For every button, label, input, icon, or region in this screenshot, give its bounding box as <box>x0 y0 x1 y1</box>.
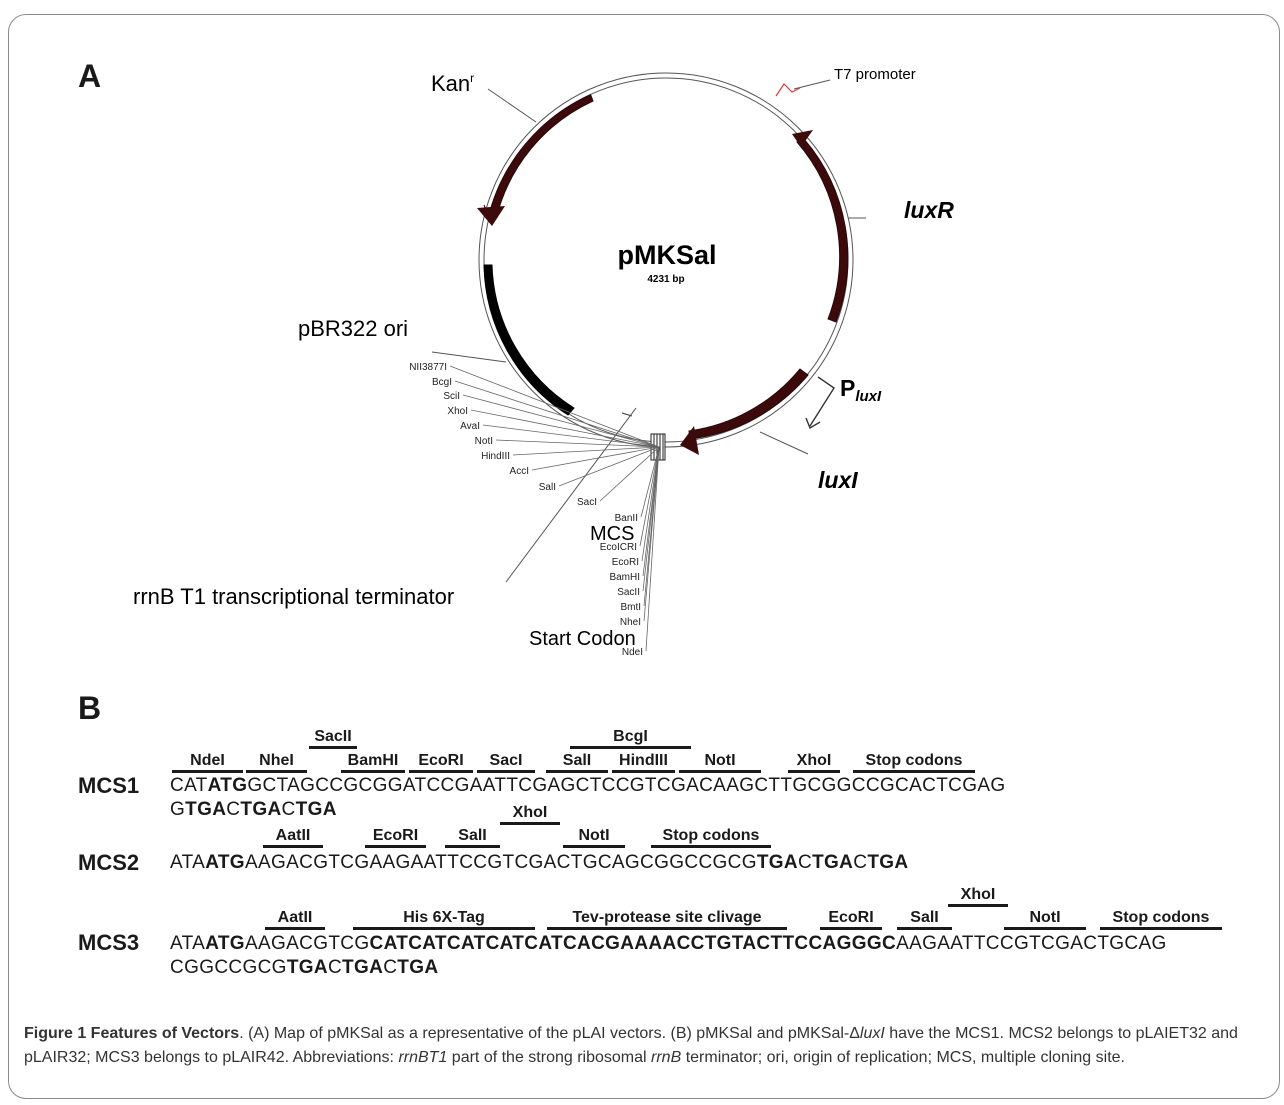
mcs1-sequence-line2: GTGACTGACTGA <box>170 799 337 820</box>
mcs3-his-tag: His 6X-Tag <box>353 910 535 930</box>
mcs1-site-ecori: EcoRI <box>409 753 473 773</box>
mcs1-site-sali: SalI <box>546 753 608 773</box>
restriction-site-label: BamHI <box>609 572 640 583</box>
restriction-site-label: NdeI <box>622 647 643 658</box>
restriction-site-label: BmtI <box>620 602 641 613</box>
mcs1-site-noti: NotI <box>679 753 761 773</box>
site-leader-line <box>470 409 660 448</box>
kan-label: Kanr <box>431 71 474 96</box>
mcs1-sequence-line1: CATATGGCTAGCCGCGGATCCGAATTCGAGCTCCGTCGAC… <box>170 775 1006 796</box>
restriction-site-label: EcoICRI <box>600 542 637 553</box>
luxI-gene-arc <box>688 368 809 440</box>
ori-arc <box>483 264 575 416</box>
mcs2-site-sali: SalI <box>445 828 500 848</box>
mcs3-site-sali: SalI <box>897 910 952 930</box>
mcs3-site-noti: NotI <box>1004 910 1086 930</box>
mcs2-site-aatii: AatII <box>263 828 323 848</box>
plasmid-map: pMKSal 4231 bp Kanr T7 promoter luxR Plu… <box>133 66 954 658</box>
site-leader-line <box>641 446 660 562</box>
site-leader-line <box>454 380 660 448</box>
mcs3-sequence-line1: ATAATGAAGACGTCGCATCATCATCATCATCACGAAAACC… <box>170 933 1167 954</box>
luxR-gene-arc <box>796 138 849 323</box>
rrnb-label: rrnB T1 transcriptional terminator <box>133 584 454 609</box>
site-leader-line <box>643 446 660 622</box>
mcs1-site-nhei: NheI <box>246 753 307 773</box>
mcs3-label: MCS3 <box>78 930 140 955</box>
mcs1-stop-codons: Stop codons <box>853 753 975 773</box>
caption-title: Figure 1 Features of Vectors <box>24 1025 240 1042</box>
figure-frame <box>8 14 1280 1099</box>
mcs-label: MCS <box>590 523 634 545</box>
backbone-outer <box>478 72 854 448</box>
mcs1-site-hindiii: HindIII <box>612 753 675 773</box>
luxI-arrowhead <box>680 426 699 455</box>
site-leader-line <box>512 446 660 456</box>
panel-a-label: A <box>78 58 102 94</box>
restriction-site-label: AccI <box>510 466 529 477</box>
site-leader-line <box>599 446 660 502</box>
figure-caption: Figure 1 Features of Vectors. (A) Map of… <box>24 1025 1238 1066</box>
site-leader-line <box>531 446 660 471</box>
mcs1-site-sacii: SacII <box>309 729 357 749</box>
restriction-site-label: SalI <box>539 482 556 493</box>
mcs1-site-ndei: NdeI <box>172 753 243 773</box>
mcs1-site-saci: SacI <box>477 753 535 773</box>
restriction-site-label: NheI <box>620 617 641 628</box>
plasmid-size: 4231 bp <box>647 274 684 285</box>
restriction-site-label: SciI <box>443 391 460 402</box>
restriction-site-label: XhoI <box>447 406 468 417</box>
mcs1-site-bcgi: BcgI <box>570 729 691 749</box>
restriction-site-label: BanII <box>615 513 638 524</box>
luxR-label: luxR <box>904 197 954 223</box>
panel-b-label: B <box>78 690 102 726</box>
mcs3-tev-site: Tev-protease site clivage <box>547 910 787 930</box>
site-leader-line <box>645 446 660 652</box>
restriction-site-label: BcgI <box>432 377 452 388</box>
site-leader-line <box>640 446 660 518</box>
restriction-site-label: HindIII <box>481 451 510 462</box>
mcs3-stop-codons: Stop codons <box>1100 910 1222 930</box>
site-leader-line <box>558 446 660 487</box>
start-codon-label: Start Codon <box>529 628 636 650</box>
mcs2-label: MCS2 <box>78 850 140 875</box>
mcs1-site-bamhi: BamHI <box>341 753 405 773</box>
mcs2-site-xhoi: XhoI <box>500 805 560 825</box>
t7-promoter-label: T7 promoter <box>834 66 916 83</box>
restriction-site-label: SacII <box>617 587 640 598</box>
mcs2-site-noti: NotI <box>563 828 625 848</box>
ori-label: pBR322 ori <box>298 316 408 341</box>
luxR-arrowhead <box>792 130 813 147</box>
site-leader-line <box>495 439 660 448</box>
kan-arrowhead <box>477 206 505 226</box>
site-leader-line <box>639 446 660 547</box>
restriction-site-label: EcoRI <box>612 557 639 568</box>
restriction-site-label: NotI <box>475 436 493 447</box>
restriction-site-label: AvaI <box>460 421 480 432</box>
site-leader-line <box>449 365 660 448</box>
site-leader-line <box>482 424 660 448</box>
mcs1-label: MCS1 <box>78 773 140 798</box>
mcs1-site-xhoi: XhoI <box>788 753 840 773</box>
mcs3-site-xhoi: XhoI <box>948 887 1008 907</box>
restriction-site-label: NII3877I <box>409 362 447 373</box>
mcs2-sequence: ATAATGAAGACGTCGAAGAATTCCGTCGACTGCAGCGGCC… <box>170 852 909 873</box>
site-leader-line <box>642 446 660 592</box>
luxI-label: luxI <box>818 467 858 493</box>
plasmid-name: pMKSal <box>617 240 716 270</box>
mcs3-site-ecori: EcoRI <box>820 910 882 930</box>
mcs2-stop-codons: Stop codons <box>651 828 771 848</box>
mcs2-site-ecori: EcoRI <box>365 828 426 848</box>
site-leader-line <box>462 394 660 448</box>
mcs3-sequence-line2: CGGCCGCGTGACTGACTGA <box>170 957 439 978</box>
pluxI-label: PluxI <box>840 375 882 405</box>
kan-gene-arc <box>483 94 594 226</box>
mcs3-site-aatii: AatII <box>265 910 325 930</box>
restriction-site-label: SacI <box>577 497 597 508</box>
